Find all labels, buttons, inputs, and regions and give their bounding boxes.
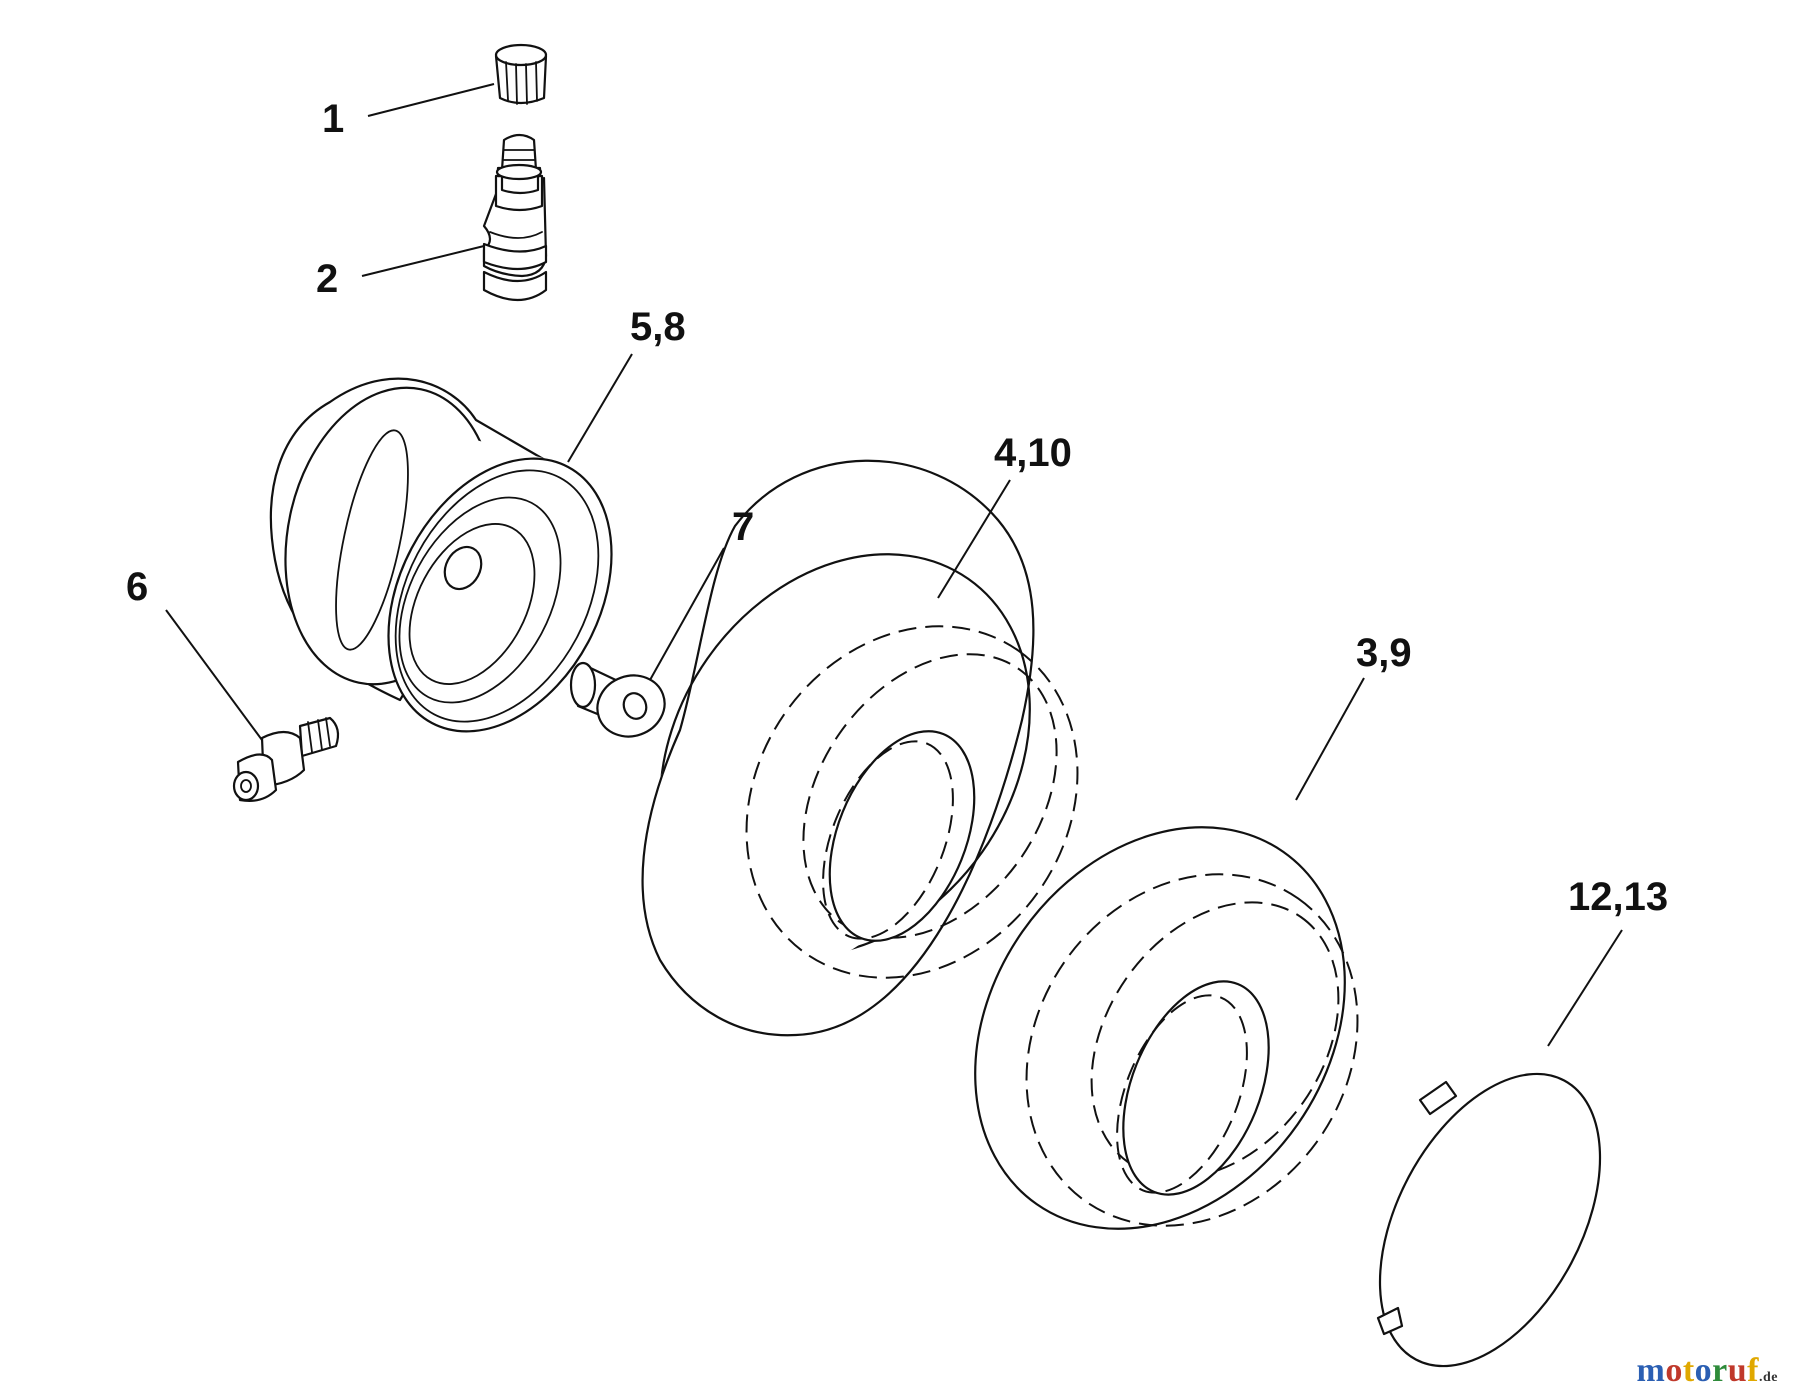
hub-cap [1376, 1072, 1602, 1368]
callout-5-8: 5,8 [630, 305, 686, 349]
callout-6: 6 [126, 565, 148, 609]
callout-1: 1 [322, 97, 344, 141]
grease-fitting [232, 716, 340, 802]
leader-2 [361, 245, 485, 277]
watermark-letter: u [1727, 1352, 1748, 1389]
leader-1213 [1547, 929, 1623, 1047]
valve-stem [482, 133, 548, 301]
leader-1 [367, 83, 495, 117]
wheel-rim [269, 377, 613, 733]
callout-12-13: 12,13 [1568, 875, 1668, 919]
leader-410 [937, 479, 1011, 599]
watermark-letter: f [1747, 1352, 1759, 1389]
leader-7 [649, 547, 725, 681]
watermark-suffix: .de [1759, 1370, 1778, 1385]
watermark-letter: o [1694, 1352, 1713, 1389]
leader-39 [1295, 677, 1365, 801]
watermark-letter: m [1636, 1352, 1666, 1389]
callout-7: 7 [732, 505, 754, 549]
tire-front [641, 459, 1079, 1037]
callout-2: 2 [316, 257, 338, 301]
watermark-letter: r [1712, 1352, 1728, 1389]
leader-6 [165, 609, 263, 741]
bushing [569, 661, 666, 738]
watermark-letter: o [1665, 1352, 1683, 1389]
callout-3-9: 3,9 [1356, 631, 1412, 675]
tire-rear [974, 826, 1359, 1230]
callout-4-10: 4,10 [994, 431, 1072, 475]
leader-58 [567, 353, 633, 463]
valve-cap [494, 43, 548, 105]
watermark-logo: motoruf.de [1637, 1352, 1779, 1390]
watermark-letter: t [1682, 1352, 1695, 1389]
watermark-letters: motoruf [1637, 1352, 1760, 1389]
